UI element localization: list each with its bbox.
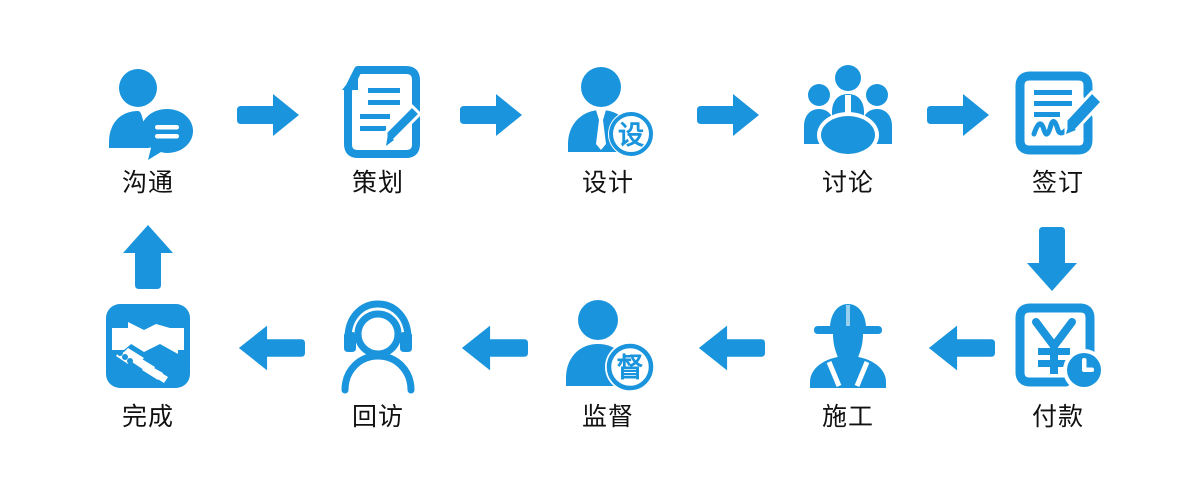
arrow-plan-to-design <box>458 85 528 145</box>
step-label: 签订 <box>1031 168 1084 197</box>
step-label: 沟通 <box>121 168 174 197</box>
arrow-design-to-discuss <box>695 85 765 145</box>
step-label: 讨论 <box>821 168 874 197</box>
headset-person-icon <box>328 296 428 396</box>
step-label: 施工 <box>821 402 874 431</box>
step-complete[interactable]: 完成 <box>78 296 218 429</box>
badge-character: 督 <box>617 353 644 384</box>
step-supervision[interactable]: 督 监督 <box>538 296 678 429</box>
step-label: 设计 <box>581 168 634 197</box>
step-signing[interactable]: 签订 <box>988 62 1128 195</box>
step-follow-up[interactable]: 回访 <box>308 296 448 429</box>
step-label: 完成 <box>121 402 174 431</box>
document-pencil-icon <box>328 62 428 162</box>
badge-character: 设 <box>618 121 644 151</box>
arrow-supervise-to-followup <box>458 318 528 378</box>
arrow-pay-to-construct <box>925 318 995 378</box>
arrow-sign-to-pay <box>1022 218 1082 298</box>
arrow-communicate-to-plan <box>235 85 305 145</box>
step-label: 监督 <box>581 402 634 431</box>
construction-worker-icon <box>798 296 898 396</box>
step-design[interactable]: 设 设计 <box>538 62 678 195</box>
handshake-icon <box>98 296 198 396</box>
step-communicate[interactable]: 沟通 <box>78 62 218 195</box>
step-label: 策划 <box>351 168 404 197</box>
supervisor-badge-icon: 督 <box>558 296 658 396</box>
arrow-discuss-to-sign <box>925 85 995 145</box>
arrow-construct-to-supervise <box>695 318 765 378</box>
person-chat-icon <box>98 62 198 162</box>
contract-signature-icon <box>1008 62 1108 162</box>
group-meeting-icon <box>798 62 898 162</box>
step-label: 付款 <box>1031 402 1084 431</box>
arrow-followup-to-complete <box>235 318 305 378</box>
step-planning[interactable]: 策划 <box>308 62 448 195</box>
step-construction[interactable]: 施工 <box>778 296 918 429</box>
designer-badge-icon: 设 <box>558 62 658 162</box>
yen-invoice-clock-icon <box>1008 296 1108 396</box>
step-payment[interactable]: 付款 <box>988 296 1128 429</box>
step-label: 回访 <box>351 402 404 431</box>
step-discussion[interactable]: 讨论 <box>778 62 918 195</box>
arrow-complete-to-communicate <box>118 218 178 298</box>
